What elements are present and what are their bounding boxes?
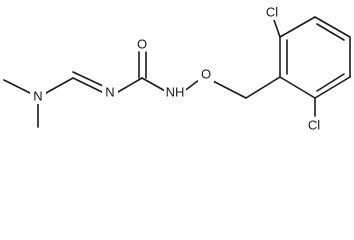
ring-bond-3 bbox=[314, 16, 351, 38]
bond-methyl-top bbox=[3, 79, 31, 94]
bond-methylene-ring bbox=[245, 76, 281, 99]
chemical-structure-diagram: N N O NH O Cl Cl bbox=[3, 4, 351, 133]
atom-label-nh: NH bbox=[166, 85, 185, 100]
ring-double-inner-3 bbox=[316, 73, 345, 92]
atom-o-ether: O bbox=[198, 66, 214, 82]
atom-nh: NH bbox=[164, 84, 186, 100]
atom-cl-top: Cl bbox=[261, 4, 283, 20]
bond-ring-cl-top bbox=[273, 19, 281, 38]
ring-bond-5 bbox=[314, 76, 351, 99]
atom-n-amine: N bbox=[30, 88, 46, 104]
atom-label-o-ether: O bbox=[201, 67, 211, 82]
bond-methine-imine-double-a bbox=[72, 77, 103, 93]
bond-carbonyl-nh bbox=[141, 77, 168, 93]
ring-bond-2 bbox=[279, 16, 316, 38]
structure-canvas: N N O NH O Cl Cl bbox=[3, 4, 351, 133]
ring-bond-6 bbox=[279, 76, 316, 99]
atom-n-imine: N bbox=[102, 84, 118, 100]
atom-label-cl-bottom: Cl bbox=[308, 118, 320, 133]
atom-o-carbonyl: O bbox=[134, 35, 150, 52]
bond-imine-carbonyl bbox=[117, 77, 143, 93]
atom-label-n-imine: N bbox=[105, 85, 114, 100]
bond-oxygen-methylene bbox=[210, 79, 247, 99]
atom-label-o-carbonyl: O bbox=[137, 37, 147, 52]
atom-label-n-amine: N bbox=[33, 89, 42, 104]
bond-amine-methine bbox=[45, 77, 74, 94]
atom-cl-bottom: Cl bbox=[303, 117, 325, 133]
ring-double-inner-2 bbox=[316, 23, 345, 41]
atom-label-cl-top: Cl bbox=[266, 5, 278, 20]
bond-methine-imine-double-b bbox=[72, 71, 104, 87]
